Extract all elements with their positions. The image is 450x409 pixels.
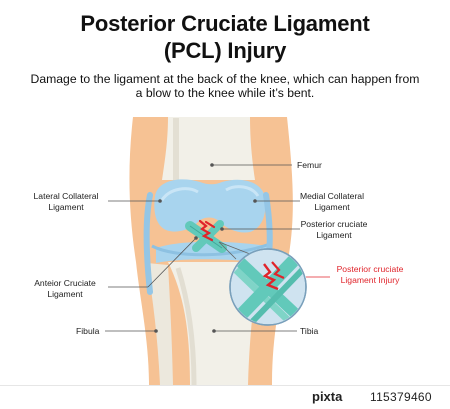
description-line-1: Damage to the ligament at the back of th…: [30, 72, 420, 86]
label-anterior-cruciate-ligament: Anteior Cruciate Ligament: [22, 278, 108, 299]
posterior-cruciate-ligament: [192, 220, 224, 252]
femoral-cartilage: [154, 179, 266, 233]
label-posterior-cruciate-ligament: Posterior cruciate Ligament: [296, 219, 372, 240]
label-anterior-cruciate-line1: Anteior Cruciate: [34, 278, 96, 288]
description-line-2: a blow to the knee while it’s bent.: [135, 86, 315, 100]
pixta-logo: pixta: [312, 389, 343, 404]
label-medial-collateral-line2: Ligament: [314, 201, 350, 212]
label-tibia: Tibia: [300, 326, 319, 336]
pcl-tear: [198, 219, 216, 242]
label-lateral-collateral-ligament: Lateral Collateral Ligament: [24, 191, 108, 212]
label-pcl-injury-line1: Posterior cruciate: [336, 264, 404, 274]
femur-bone: [162, 117, 255, 180]
label-lateral-collateral-line2: Ligament: [48, 201, 84, 212]
label-lateral-collateral-line1: Lateral Collateral: [33, 191, 99, 201]
page-title-line-1: Posterior Cruciate Ligament: [80, 11, 370, 36]
label-posterior-cruciate-line2: Ligament: [316, 229, 352, 240]
footer-bar: pixta 115379460: [0, 385, 450, 409]
label-medial-collateral-ligament: Medial Collateral Ligament: [296, 191, 368, 212]
stock-id: 115379460: [370, 390, 432, 404]
page-title-line-2: (PCL) Injury: [163, 38, 287, 63]
label-femur: Femur: [297, 160, 322, 170]
fibula-bone: [147, 263, 173, 385]
label-pcl-injury-line2: Ligament Injury: [340, 274, 400, 285]
label-fibula: Fibula: [76, 326, 100, 336]
label-medial-collateral-line1: Medial Collateral: [299, 191, 364, 201]
tibial-cartilage: [156, 241, 268, 263]
lateral-collateral-ligament: [143, 192, 153, 295]
label-posterior-cruciate-line1: Posterior cruciate: [300, 219, 368, 229]
injury-zoom-inset: [229, 248, 307, 326]
label-pcl-injury: Posterior cruciate Ligament Injury: [328, 264, 412, 285]
label-anterior-cruciate-line2: Ligament: [47, 288, 83, 299]
